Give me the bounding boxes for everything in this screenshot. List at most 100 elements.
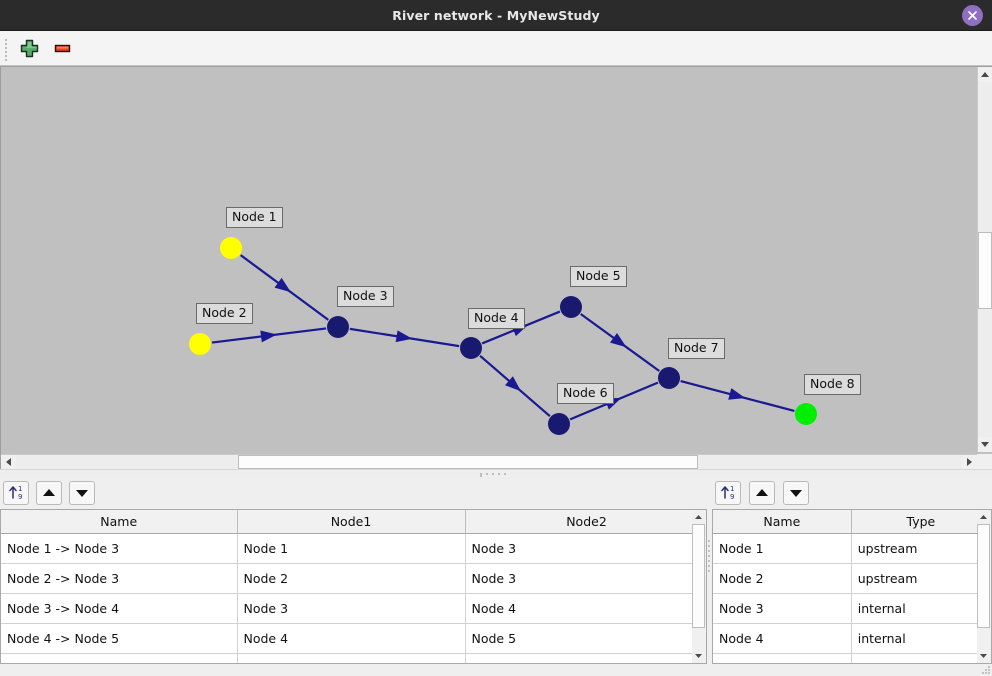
node-scroll-thumb[interactable] [977, 524, 990, 628]
vertical-splitter[interactable] [707, 537, 711, 577]
table-cell[interactable]: Node 4 [713, 623, 852, 654]
add-node-icon[interactable] [18, 37, 41, 60]
scroll-up-icon[interactable] [978, 67, 992, 82]
branch-sort-icon[interactable]: 1 9 [3, 481, 29, 505]
branch-move-down-icon[interactable] [69, 481, 95, 505]
node-label[interactable]: Node 5 [570, 266, 627, 287]
table-cell[interactable]: internal [851, 623, 991, 654]
main-toolbar [0, 31, 992, 66]
table-cell[interactable] [1, 653, 238, 663]
close-icon[interactable] [962, 5, 983, 26]
node-sort-icon[interactable]: 1 9 [715, 481, 741, 505]
node-label[interactable]: Node 7 [668, 338, 725, 359]
edge-arrow-icon [728, 388, 746, 400]
node-label[interactable]: Node 8 [804, 374, 861, 395]
column-header[interactable]: Type [851, 510, 991, 534]
canvas-horizontal-scrollbar[interactable] [1, 454, 977, 469]
column-header[interactable]: Node1 [237, 510, 466, 534]
table-cell[interactable]: Node 2 -> Node 3 [1, 563, 238, 594]
table-cell[interactable]: Node 1 [713, 533, 852, 564]
node-table-scrollbar[interactable] [977, 509, 992, 664]
node-move-up-icon[interactable] [749, 481, 775, 505]
canvas-hscroll-thumb[interactable] [238, 455, 698, 469]
graph-node[interactable] [460, 337, 482, 359]
delete-node-icon[interactable] [51, 37, 74, 60]
table-cell[interactable]: upstream [851, 563, 991, 594]
branch-row[interactable] [1, 653, 706, 663]
table-cell[interactable] [851, 653, 991, 663]
table-cell[interactable] [713, 653, 852, 663]
table-cell[interactable]: Node 1 -> Node 3 [1, 533, 238, 564]
scrollbar-corner [977, 454, 992, 469]
toolbar-grip[interactable] [4, 37, 8, 61]
graph-node[interactable] [795, 403, 817, 425]
node-row[interactable] [713, 653, 991, 663]
table-cell[interactable]: Node 2 [713, 563, 852, 594]
table-cell[interactable]: Node 4 [465, 593, 706, 624]
table-cell[interactable]: Node 3 -> Node 4 [1, 593, 238, 624]
table-cell[interactable]: Node 5 [465, 623, 706, 654]
window-resize-grip[interactable] [982, 666, 990, 674]
horizontal-splitter[interactable] [0, 469, 992, 477]
network-graph-canvas[interactable]: Node 1 Node 2 Node 3 Node 4 Node 5 Node 6 Node… [1, 67, 977, 452]
table-cell[interactable]: Node 4 [237, 623, 466, 654]
svg-text:9: 9 [18, 493, 22, 501]
table-cell[interactable]: internal [851, 593, 991, 624]
node-label[interactable]: Node 1 [226, 207, 283, 228]
graph-node[interactable] [327, 316, 349, 338]
node-label[interactable]: Node 6 [557, 383, 614, 404]
canvas-vscroll-thumb[interactable] [978, 232, 992, 309]
node-move-down-icon[interactable] [783, 481, 809, 505]
branch-move-up-icon[interactable] [36, 481, 62, 505]
graph-node[interactable] [658, 367, 680, 389]
branch-scroll-up-icon[interactable] [692, 510, 705, 524]
canvas-vertical-scrollbar[interactable] [977, 67, 992, 452]
branch-scroll-thumb[interactable] [692, 524, 705, 628]
table-cell[interactable]: Node 2 [237, 563, 466, 594]
edge-arrow-icon [274, 277, 291, 293]
scroll-down-icon[interactable] [978, 437, 992, 452]
column-header[interactable]: Name [713, 510, 852, 534]
node-label[interactable]: Node 4 [468, 308, 525, 329]
node-scroll-up-icon[interactable] [977, 510, 990, 524]
branch-scroll-down-icon[interactable] [692, 649, 705, 663]
column-header[interactable]: Node2 [465, 510, 706, 534]
table-cell[interactable]: Node 1 [237, 533, 466, 564]
node-label[interactable]: Node 2 [196, 303, 253, 324]
graph-node[interactable] [560, 296, 582, 318]
scroll-right-icon[interactable] [962, 455, 977, 469]
table-cell[interactable]: upstream [851, 533, 991, 564]
window-title: River network - MyNewStudy [392, 8, 600, 23]
table-cell[interactable]: Node 3 [465, 533, 706, 564]
node-scroll-down-icon[interactable] [977, 649, 990, 663]
branch-table-scrollbar[interactable] [692, 509, 707, 664]
graph-node[interactable] [548, 413, 570, 435]
table-cell[interactable]: Node 3 [237, 593, 466, 624]
network-graph-svg [189, 237, 817, 435]
table-cell[interactable]: Node 3 [465, 563, 706, 594]
node-label[interactable]: Node 3 [337, 286, 394, 307]
scroll-left-icon[interactable] [1, 455, 16, 469]
table-cell[interactable]: Node 3 [713, 593, 852, 624]
svg-text:1: 1 [18, 485, 22, 493]
table-cell[interactable] [237, 653, 466, 663]
table-cell[interactable]: Node 4 -> Node 5 [1, 623, 238, 654]
graph-node[interactable] [220, 237, 242, 259]
graph-node[interactable] [189, 333, 211, 355]
table-cell[interactable] [465, 653, 706, 663]
column-header[interactable]: Name [1, 510, 238, 534]
